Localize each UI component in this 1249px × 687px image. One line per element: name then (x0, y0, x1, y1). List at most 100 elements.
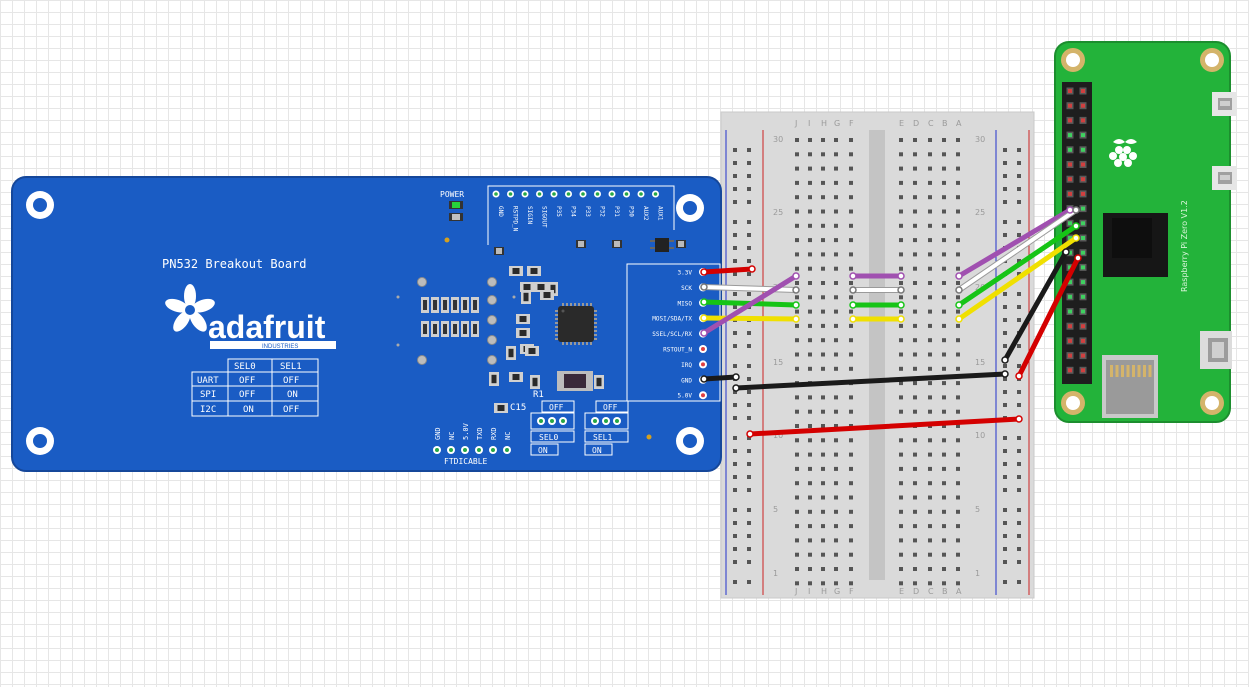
micro-usb-port[interactable] (1212, 92, 1236, 116)
adafruit-logo-sub: INDUSTRIES (262, 344, 298, 350)
wire-green-to-pi[interactable] (956, 223, 1079, 308)
i2c-sel1: OFF (283, 405, 299, 415)
right-pin-label: MISO (678, 300, 693, 307)
micro-usb-power-port[interactable] (1212, 166, 1236, 190)
row-number: 20 (975, 283, 985, 292)
top-pin-label: RSTPD_N (512, 206, 519, 232)
row-number: 1 (975, 569, 980, 578)
adafruit-logo: adafruit (208, 309, 326, 345)
column-letter: B (942, 587, 948, 596)
wire-3v3-red[interactable] (701, 266, 755, 275)
power-label: POWER (440, 190, 464, 199)
sel0-label: SEL0 (539, 433, 558, 442)
right-pin-label: SCK (681, 285, 692, 292)
ftdi-label: FTDICABLE (444, 457, 488, 466)
column-letter: E (899, 587, 904, 596)
test-pads (417, 277, 497, 365)
power-led (452, 202, 460, 208)
wire-white-to-pi[interactable] (957, 208, 1078, 292)
column-letter: I (808, 119, 810, 128)
rpi-board-label: Raspberry Pi Zero V1.2 (1180, 200, 1189, 292)
row-number: 15 (975, 358, 985, 367)
svg-text:ON: ON (592, 446, 602, 455)
wire-mosi-yellow[interactable] (701, 315, 799, 322)
column-letter: H (821, 119, 827, 128)
mounting-hole (676, 427, 704, 455)
ftdi-pin-label: NC (504, 432, 512, 440)
row-number: 25 (975, 208, 985, 217)
mounting-hole (1200, 48, 1224, 72)
row-number: 25 (773, 208, 783, 217)
mode-table-header-sel0: SEL0 (234, 362, 256, 372)
top-pin-label: AUX2 (642, 206, 649, 221)
breadboard-holes (733, 138, 1021, 586)
top-pin-label: P33 (584, 206, 591, 217)
wire-ssel-purple[interactable] (701, 273, 799, 336)
top-pin-label: P32 (599, 206, 606, 217)
microsd-card-slot[interactable] (1102, 355, 1158, 418)
mounting-hole (26, 191, 54, 219)
mode-spi: SPI (200, 390, 216, 400)
right-pin-label: SSEL/SCL/RX (652, 331, 692, 338)
raspberry-pi-zero: Raspberry Pi Zero V1.2 (1054, 41, 1236, 423)
mounting-hole (676, 194, 704, 222)
wire-gnd-black[interactable] (701, 374, 739, 382)
spi-sel0: OFF (239, 390, 255, 400)
uart-sel1: OFF (283, 376, 299, 386)
top-pin-label: GND (497, 206, 504, 217)
top-pin-label: SIGIN (526, 206, 533, 224)
svg-text:ON: ON (538, 446, 548, 455)
column-letter: H (821, 587, 827, 596)
column-letter: E (899, 119, 904, 128)
board-title: PN532 Breakout Board (162, 257, 307, 271)
ftdi-pin-label: NC (448, 432, 456, 440)
sel0-jumper[interactable]: OFF SEL0 ON (530, 400, 575, 456)
column-letter: J (794, 119, 797, 128)
wire-red-to-pi[interactable] (1016, 255, 1081, 379)
column-letter: F (849, 587, 854, 596)
wires (701, 207, 1081, 437)
i2c-sel0: ON (243, 405, 254, 415)
sel1-jumper[interactable]: OFF SEL1 ON (584, 400, 629, 456)
column-letter: I (808, 587, 810, 596)
row-number: 1 (773, 569, 778, 578)
column-letter: A (956, 119, 962, 128)
r1-label: R1 (533, 390, 544, 400)
right-pin-label: MOSI/SDA/TX (652, 316, 692, 323)
mounting-hole (26, 427, 54, 455)
right-pin-label: 5.0V (678, 393, 693, 400)
ftdi-pin-label: 5.0V (462, 422, 470, 440)
mounting-hole (1061, 391, 1085, 415)
wire-yellow-to-pi[interactable] (956, 235, 1079, 322)
pn532-chip (555, 303, 597, 345)
resistor-arrays (421, 297, 479, 337)
spi-sel1: ON (287, 390, 298, 400)
column-letter: A (956, 587, 962, 596)
c15-label: C15 (510, 403, 526, 413)
wire-power-rail-red[interactable] (747, 416, 1022, 437)
wire-purple-to-pi[interactable] (956, 207, 1073, 279)
right-pin-label: 3.3V (678, 270, 693, 277)
top-pin-label: AUX1 (657, 206, 664, 221)
mounting-hole (1061, 48, 1085, 72)
mini-hdmi-port[interactable] (1200, 331, 1232, 369)
row-number: 10 (773, 431, 783, 440)
wire-black-to-pi[interactable] (1002, 249, 1069, 363)
column-letter: C (928, 587, 934, 596)
right-pin-label: IRQ (681, 362, 692, 369)
mode-i2c: I2C (200, 405, 216, 415)
row-number: 30 (975, 135, 985, 144)
mounting-hole (1200, 391, 1224, 415)
row-number: 10 (975, 431, 985, 440)
top-pin-label: P31 (613, 206, 620, 217)
wire-gnd-rail-black[interactable] (733, 371, 1008, 391)
wire-sck-white[interactable] (702, 285, 798, 292)
column-letter: G (834, 119, 840, 128)
mode-table-header-sel1: SEL1 (280, 362, 302, 372)
svg-text:OFF: OFF (603, 403, 618, 412)
